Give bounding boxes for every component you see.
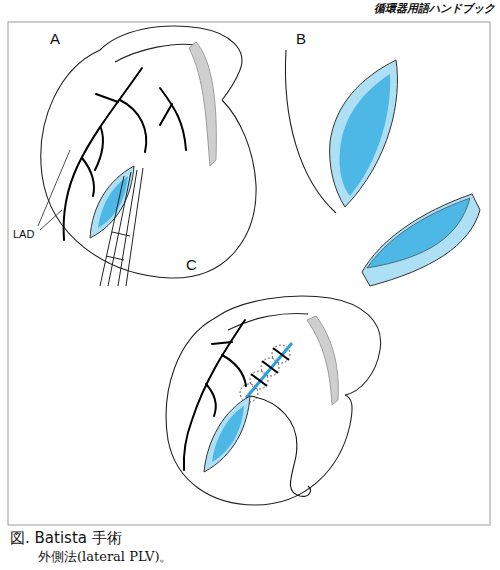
panel-letter: B [296,30,306,47]
caption-subtitle: 外側法(lateral PLV)。 [38,550,172,565]
resected-piece [330,60,398,207]
figure-caption: 図. Batista 手術 [10,530,122,547]
panel-letter: A [50,30,60,47]
suture-line [240,343,292,402]
anatomy-label: LAD [13,228,34,241]
heart-a [41,26,256,278]
grey-band [307,316,338,405]
incision [204,396,250,472]
coronary-artery [64,68,186,240]
suture-thread [250,396,310,496]
heart-b [285,50,336,213]
panel-letter: C [186,256,197,273]
heart-c [166,296,381,505]
book-header: 循環器用語ハンドブック [374,3,495,16]
forceps [100,168,143,286]
resected-piece [362,194,480,286]
figure-frame [8,22,490,525]
leader-line [38,150,70,230]
grey-band [189,42,216,166]
